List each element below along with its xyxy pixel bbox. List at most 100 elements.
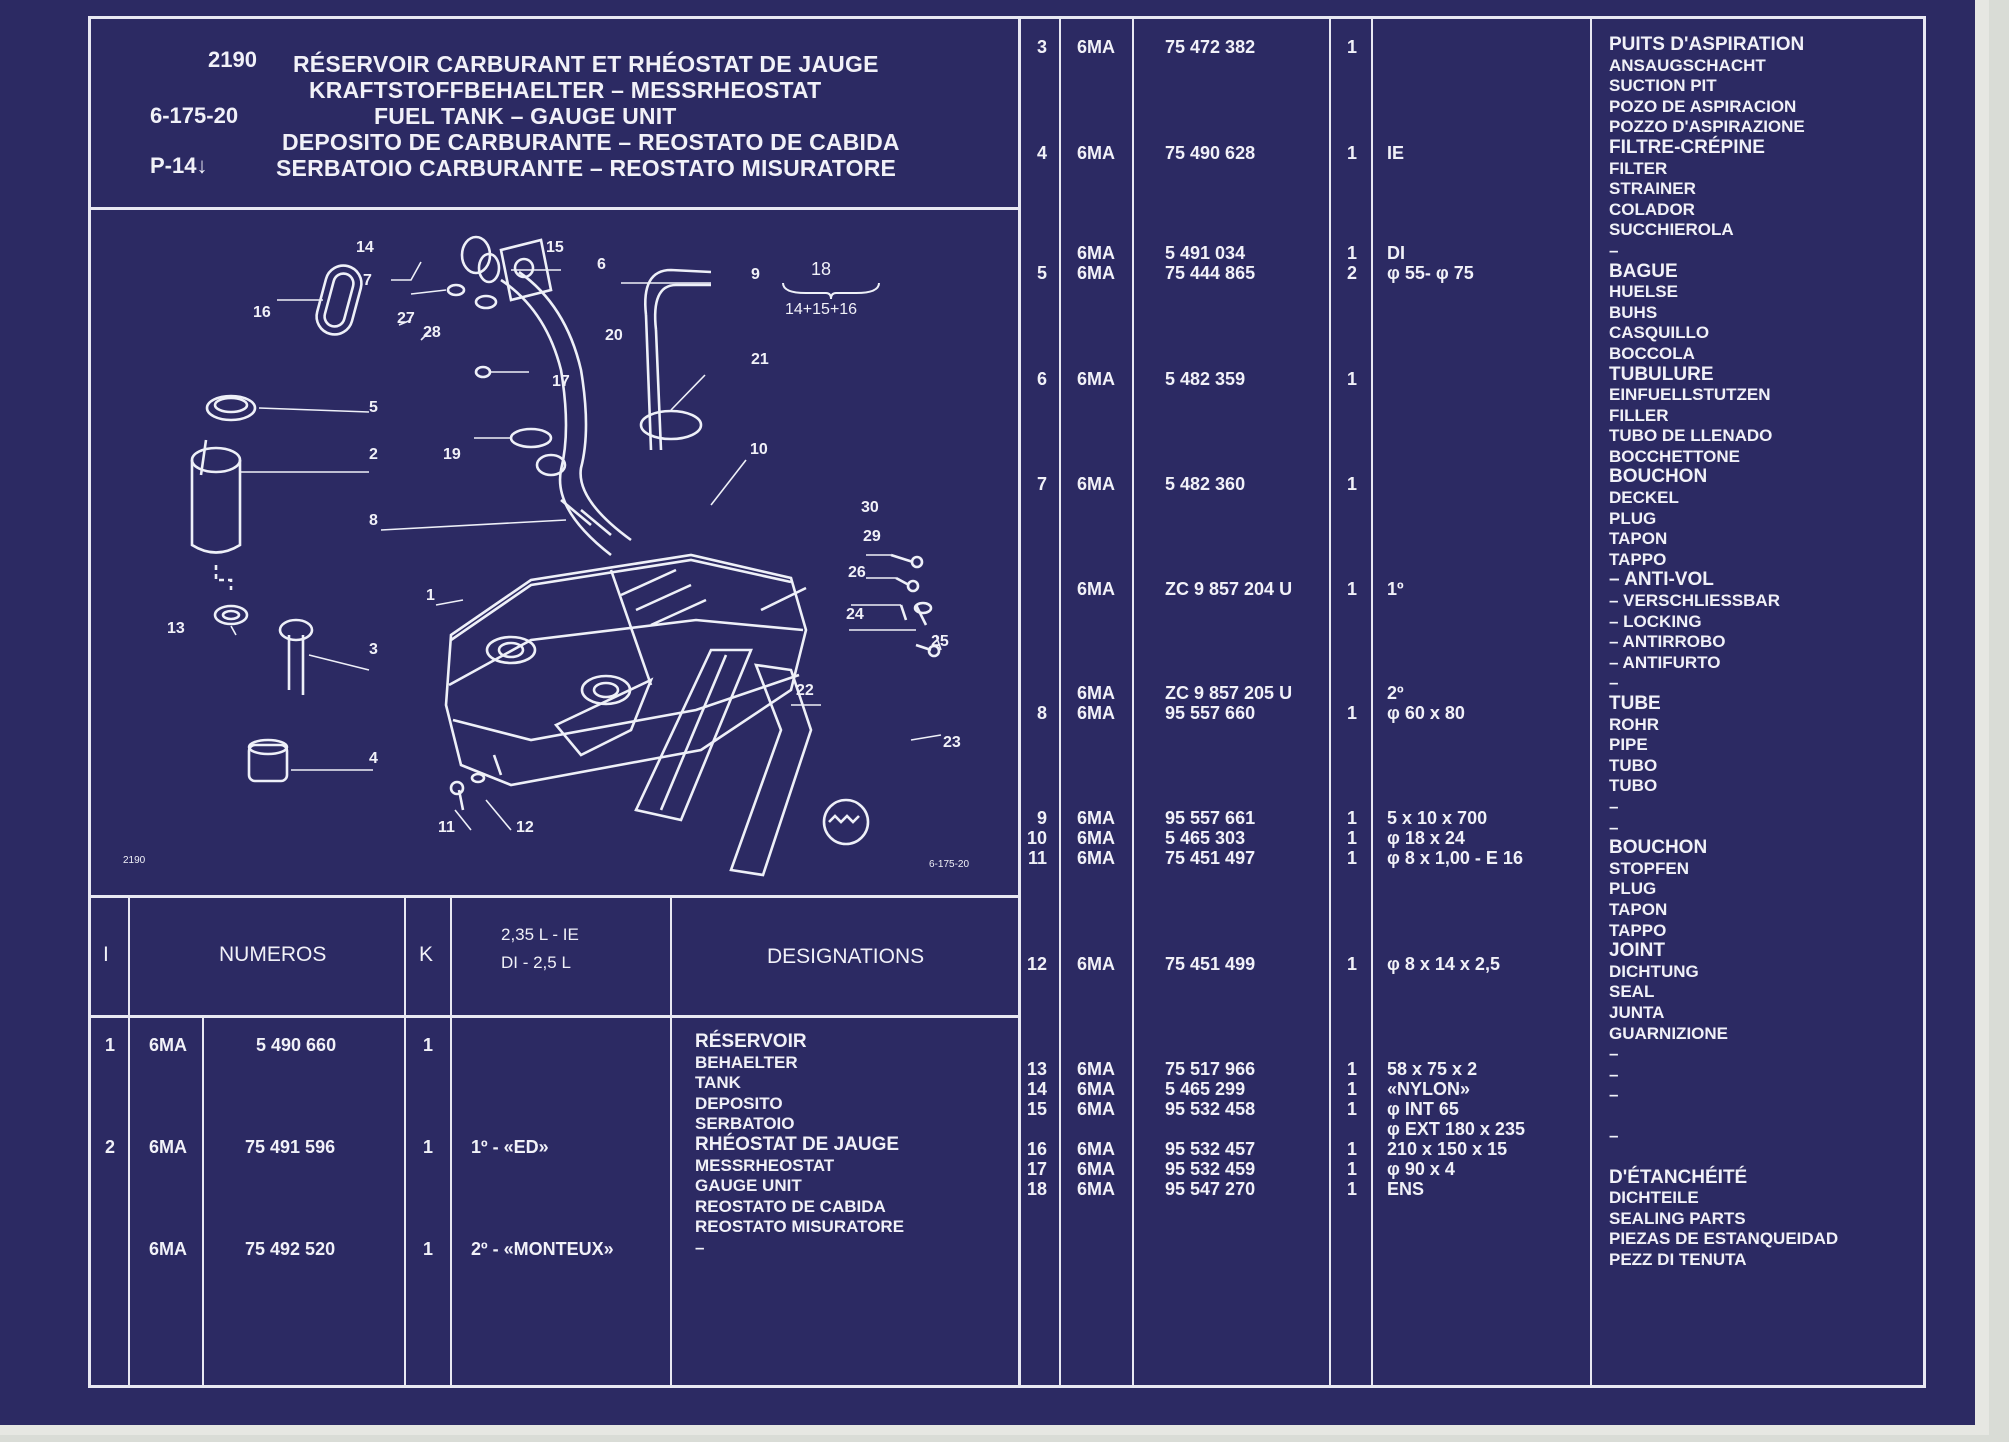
row-index: 15 [1026, 1099, 1047, 1119]
cap-drawing [205, 394, 257, 422]
designation-line: PLUG [1609, 879, 1657, 899]
designation-line: – [1609, 1044, 1619, 1064]
flange-drawing [499, 238, 553, 302]
designation-line: FILLER [1609, 405, 1669, 425]
diagram-callout: 9 [751, 266, 760, 283]
row-variant: 2º - «MONTEUX» [471, 1239, 614, 1259]
designation-line: – [1609, 1126, 1619, 1146]
col-header-designations: DESIGNATIONS [767, 945, 925, 968]
row-variant: 5 x 10 x 700 [1387, 808, 1488, 828]
diagram-callout: 16 [253, 304, 271, 321]
diagram-callout: 23 [943, 734, 961, 751]
diagram-callout: 13 [167, 620, 185, 637]
divider-diagram-bottom [91, 895, 1020, 898]
row-part-number: ZC 9 857 204 U [1165, 579, 1293, 599]
row-variant: 58 x 75 x 2 [1387, 1059, 1478, 1079]
row-qty: 1 [1347, 703, 1358, 723]
designation-line: – [1609, 673, 1619, 693]
row-variant: 1º - «ED» [471, 1137, 549, 1157]
designation-line: BAGUE [1609, 260, 1678, 282]
designation-line: BOUCHON [1609, 837, 1708, 859]
row-qty: 1 [1347, 1059, 1358, 1079]
designation-line: EINFUELLSTUTZEN [1609, 385, 1771, 405]
designation-line: RHÉOSTAT DE JAUGE [695, 1133, 900, 1155]
title-fr: RÉSERVOIR CARBURANT ET RHÉOSTAT DE JAUGE [293, 51, 879, 77]
designation-line: JUNTA [1609, 1002, 1665, 1022]
diagram-callout: 2 [369, 446, 378, 463]
seal-strip-drawing [729, 663, 813, 877]
row-part-number: 75 491 596 [245, 1137, 336, 1157]
diagram-callout: 4 [369, 750, 378, 767]
col-header-variant-1: 2,35 L - IE [501, 925, 579, 944]
diagram-callout: 26 [848, 564, 866, 581]
designation-line [1609, 1147, 1838, 1168]
diagram-callout: 27 [397, 310, 415, 327]
row-index: 17 [1026, 1159, 1047, 1179]
breather-tube-drawing [644, 268, 712, 316]
designation-line: BOCCOLA [1609, 343, 1695, 363]
diagram-callout: 5 [369, 399, 378, 416]
diagram-callout: 10 [750, 441, 768, 458]
col-line [404, 897, 406, 1387]
row-prefix: 6MA [1077, 683, 1116, 703]
designation-line: TUBO [1609, 776, 1658, 796]
ref-code-2: P-14↓ [150, 153, 208, 178]
row-part-number: 75 451 497 [1165, 848, 1256, 868]
diagram-callout: 11 [438, 819, 455, 836]
row-index: 7 [1036, 474, 1047, 494]
designation-line: JOINT [1609, 940, 1665, 962]
col-line [128, 897, 130, 1387]
row-prefix: 6MA [1077, 243, 1116, 263]
row-qty: 1 [1347, 143, 1358, 163]
row-prefix: 6MA [1077, 579, 1116, 599]
row-index: 11 [1027, 848, 1047, 868]
designation-line: DECKEL [1609, 488, 1679, 508]
designation-line: – [1609, 796, 1619, 816]
designation-line: – [695, 1237, 705, 1257]
designation-line: FILTER [1609, 158, 1668, 178]
col-line [1132, 19, 1134, 1387]
row-index: 14 [1026, 1079, 1047, 1099]
row-index: 4 [1036, 143, 1047, 163]
row-index: 9 [1036, 808, 1047, 828]
diagram-callout: 25 [931, 633, 949, 650]
designation-line: – VERSCHLIESSBAR [1609, 591, 1780, 611]
row-index: 13 [1026, 1059, 1047, 1079]
row-part-number: 5 490 660 [256, 1035, 337, 1055]
designation-line: HUELSE [1609, 282, 1678, 302]
row-variant: φ 8 x 14 x 2,5 [1387, 954, 1500, 974]
row-index: 2 [105, 1137, 116, 1157]
ref-code-1: 6-175-20 [150, 103, 239, 128]
designation-line: BOUCHON [1609, 466, 1708, 488]
diagram-callout: 3 [369, 641, 378, 658]
designation-line: STOPFEN [1609, 858, 1689, 878]
row-variant: φ 18 x 24 [1387, 828, 1465, 848]
exploded-diagram [190, 235, 942, 877]
designation-line: PUITS D'ASPIRATION [1609, 34, 1805, 55]
designation-line: SEAL [1609, 982, 1655, 1002]
row-index: 1 [105, 1035, 116, 1055]
diagram-callout: 24 [846, 606, 864, 623]
row-part-number: 5 465 299 [1165, 1079, 1246, 1099]
diagram-callout: 15 [546, 239, 564, 256]
col-header-k: K [419, 943, 434, 966]
row-variant: 210 x 150 x 15 [1387, 1139, 1508, 1159]
designation-line: – ANTIFURTO [1609, 652, 1721, 672]
divider-header-bottom [91, 207, 1020, 210]
designation-line: GUARNIZIONE [1609, 1023, 1728, 1043]
row-variant: φ 8 x 1,00 - E 16 [1387, 848, 1523, 868]
designation-line: DEPOSITO [695, 1093, 783, 1113]
row-qty: 1 [1347, 1179, 1358, 1199]
row-index: 8 [1036, 703, 1047, 723]
title-it: SERBATOIO CARBURANTE – REOSTATO MISURATO… [276, 155, 897, 181]
row-variant: φ 90 x 4 [1387, 1159, 1455, 1179]
row-part-number: 95 532 459 [1165, 1159, 1256, 1179]
row-qty: 1 [1347, 808, 1358, 828]
designation-line: MESSRHEOSTAT [695, 1155, 835, 1175]
row-prefix: 6MA [149, 1137, 188, 1157]
col-line [1371, 19, 1373, 1387]
parts-sheet: 2190 6-175-20 P-14↓ RÉSERVOIR CARBURANT … [88, 16, 1926, 1388]
row-index: 5 [1036, 263, 1047, 283]
